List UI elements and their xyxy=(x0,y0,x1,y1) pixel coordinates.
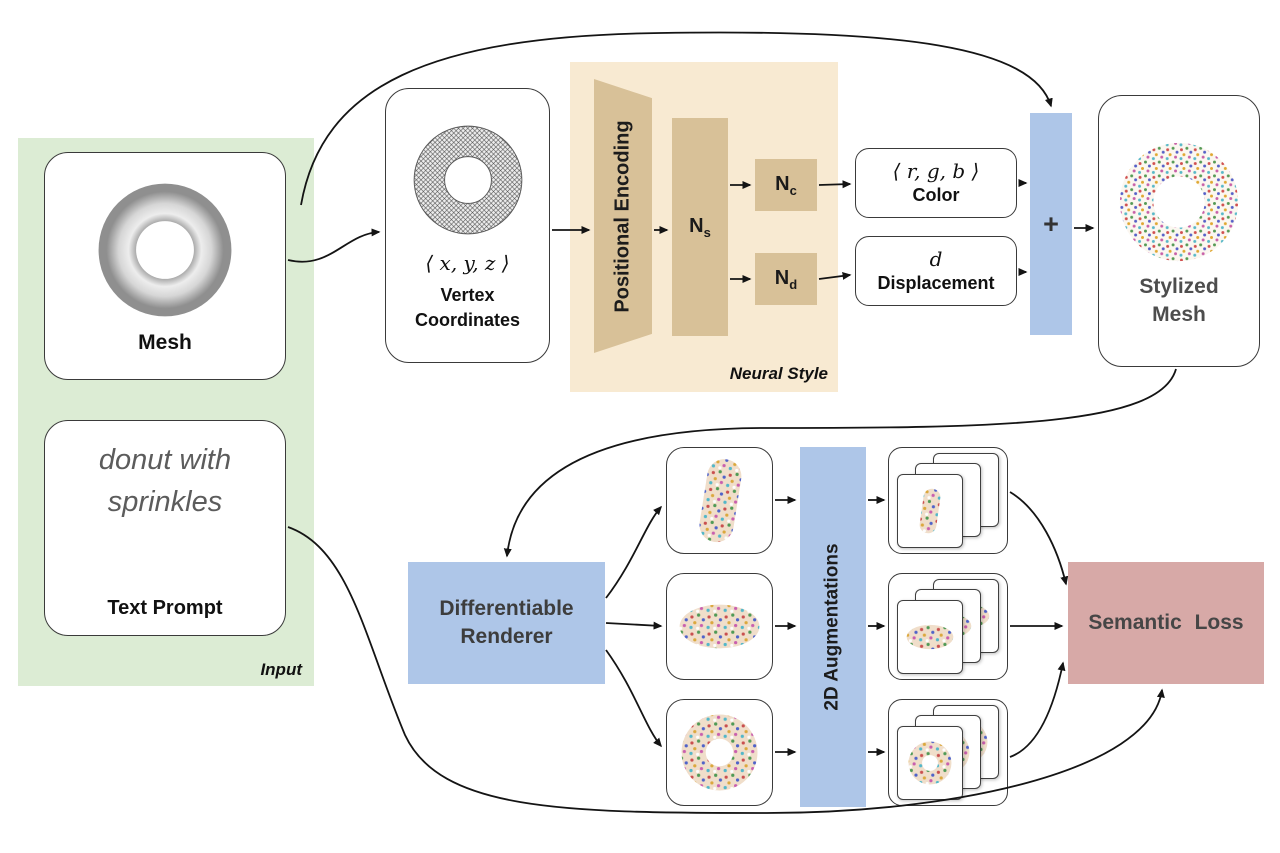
augmentations-label: 2D Augmentations xyxy=(822,543,844,711)
arrow-stack-top-to-loss xyxy=(1009,491,1069,586)
render-top-image xyxy=(681,714,758,791)
augmented-stack-closeup xyxy=(888,447,1008,554)
positional-encoding-block: Positional Encoding xyxy=(594,79,652,353)
nd-label: N xyxy=(774,266,790,289)
color-output-box: ⟨ r, g, b ⟩ Color xyxy=(855,148,1017,218)
render-view-closeup-box xyxy=(666,447,773,554)
positional-encoding-label: Positional Encoding xyxy=(611,119,634,313)
stylized-mesh-box: Stylized Mesh xyxy=(1098,95,1260,367)
semantic-loss-box: Semantic Loss xyxy=(1068,562,1264,684)
render-closeup-image xyxy=(699,459,742,543)
render-view-top-box xyxy=(666,699,773,806)
neural-style-label: Neural Style xyxy=(729,364,828,383)
render-side-image xyxy=(679,604,760,649)
arrow-stack-bot-to-loss xyxy=(1009,661,1066,758)
nc-subscript: c xyxy=(789,182,797,198)
text-prompt-box: donut with sprinkles Text Prompt xyxy=(44,420,286,636)
augmented-stack-top xyxy=(888,699,1008,806)
nd-subscript: d xyxy=(789,276,798,292)
ns-subscript: s xyxy=(703,224,711,240)
vertex-caption-line1: Vertex xyxy=(440,285,495,306)
renderer-label-line1: Differentiable xyxy=(439,596,574,620)
stylized-donut-image xyxy=(1119,142,1239,261)
stylized-caption-line1: Stylized xyxy=(1139,274,1219,298)
prompt-line-2: sprinkles xyxy=(107,486,223,519)
mesh-caption: Mesh xyxy=(138,331,192,355)
color-caption: Color xyxy=(912,184,960,205)
stylized-caption-line2: Mesh xyxy=(1152,303,1206,326)
text-prompt-caption: Text Prompt xyxy=(107,597,223,619)
plus-sign: + xyxy=(1043,208,1059,239)
arrow-renderer-to-view-bot xyxy=(605,649,662,748)
ns-network-block: Ns xyxy=(672,118,728,336)
mesh-box: Mesh xyxy=(44,152,286,380)
semantic-loss-label: Semantic Loss xyxy=(1088,610,1244,634)
color-value: ⟨ r, g, b ⟩ xyxy=(892,158,980,183)
ns-label: N xyxy=(689,214,704,237)
vertex-coords-value: ⟨ x, y, z ⟩ xyxy=(425,251,510,276)
displacement-output-box: d Displacement xyxy=(855,236,1017,306)
prompt-line-1: donut with xyxy=(98,444,232,476)
differentiable-renderer-box: Differentiable Renderer xyxy=(408,562,605,684)
vertex-caption-line2: Coordinates xyxy=(414,309,520,330)
nd-network-block: Nd xyxy=(755,253,817,305)
mesh-torus-image xyxy=(98,183,232,317)
displacement-caption: Displacement xyxy=(877,272,995,293)
renderer-label-line2: Renderer xyxy=(460,625,553,648)
augmentations-bar: 2D Augmentations xyxy=(800,447,866,807)
wireframe-torus-image xyxy=(413,125,522,235)
vertex-coordinates-box: ⟨ x, y, z ⟩ Vertex Coordinates xyxy=(385,88,550,363)
displacement-value: d xyxy=(929,246,943,271)
sum-node: + xyxy=(1030,113,1072,335)
augmented-stack-side xyxy=(888,573,1008,680)
nc-label: N xyxy=(775,172,790,195)
stack-frame xyxy=(897,474,963,548)
arrow-renderer-to-view-top xyxy=(605,505,662,599)
arrow-renderer-to-view-mid xyxy=(605,621,663,630)
input-panel-label: Input xyxy=(260,660,302,679)
nc-network-block: Nc xyxy=(755,159,817,211)
stack-frame xyxy=(897,726,963,800)
render-view-side-box xyxy=(666,573,773,680)
stack-frame xyxy=(897,600,963,674)
